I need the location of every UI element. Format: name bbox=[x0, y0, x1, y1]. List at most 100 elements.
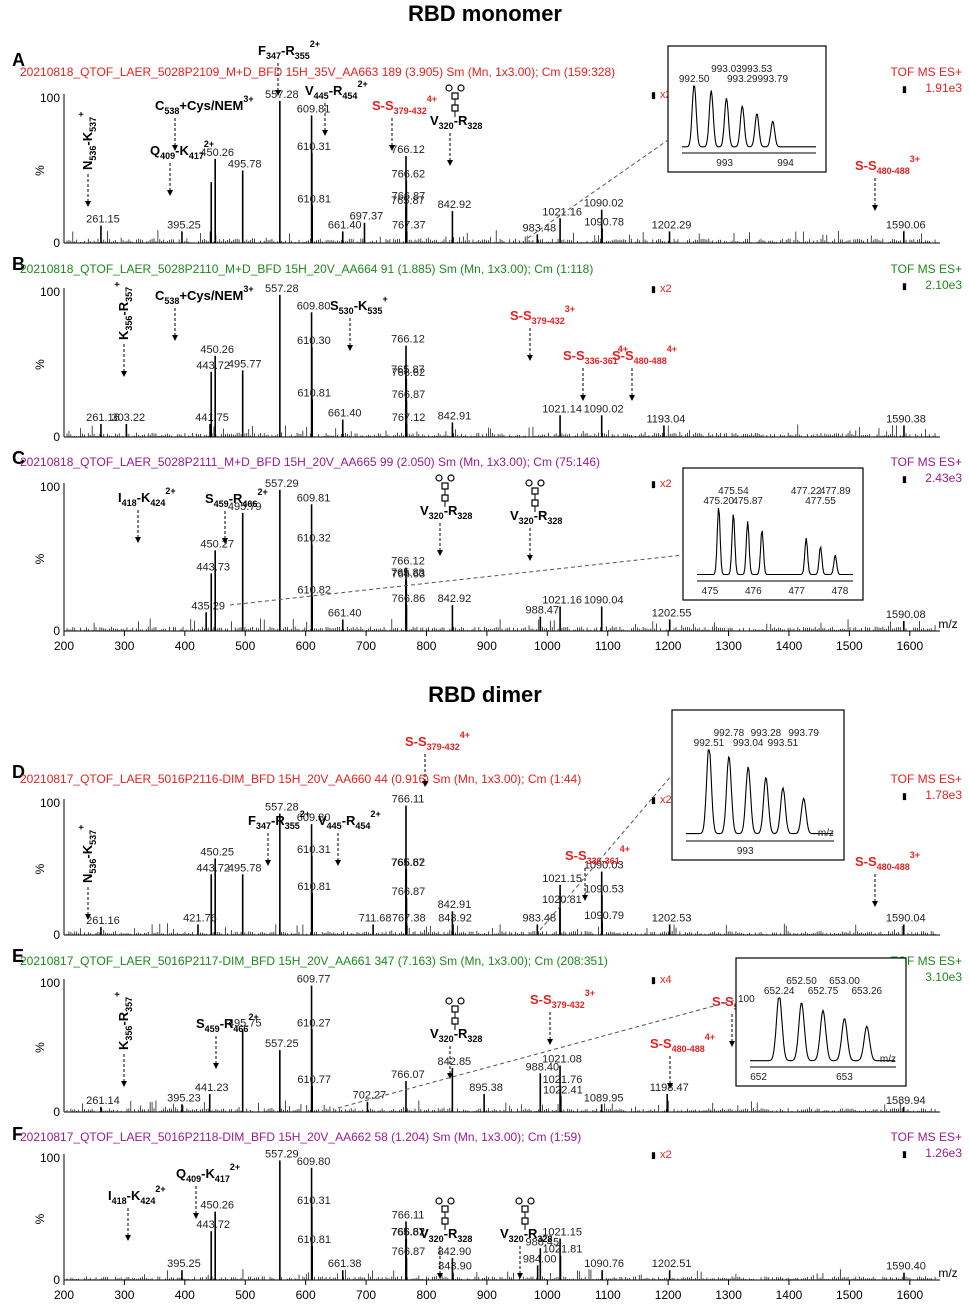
arrowhead-icon bbox=[172, 145, 178, 151]
x-tick-label: 200 bbox=[54, 1288, 74, 1302]
marker-icon: ▮ bbox=[902, 474, 907, 484]
arrowhead-icon bbox=[547, 1039, 553, 1045]
peak-annotation: S-S379-4324+ bbox=[405, 730, 470, 752]
peak-label: 557.29 bbox=[265, 1148, 299, 1160]
peak-label: 421.76 bbox=[183, 912, 217, 924]
inset-tick-label: 993 bbox=[716, 158, 733, 169]
peak-label: 765.87 bbox=[391, 857, 425, 869]
peak-label: 766.62 bbox=[391, 1227, 425, 1239]
peak-annotation: V320-R328 bbox=[430, 1026, 482, 1044]
inset-peak-label: 652.24 bbox=[764, 986, 795, 997]
inset-connector bbox=[229, 554, 684, 606]
x-tick-label: 1200 bbox=[655, 639, 682, 653]
inset-peak-label: 475.87 bbox=[732, 496, 763, 507]
peak-label: 766.87 bbox=[392, 190, 426, 202]
glycan-icon bbox=[445, 84, 465, 117]
peak-annotation: V445-R4542+ bbox=[305, 79, 368, 101]
peak-label: 450.25 bbox=[200, 846, 234, 858]
arrowhead-icon bbox=[389, 145, 395, 151]
peak-label: 557.29 bbox=[265, 478, 299, 490]
peak-label: 303.22 bbox=[112, 412, 146, 424]
peak-label: 697.37 bbox=[350, 211, 384, 223]
peak-label: 610.82 bbox=[297, 584, 331, 596]
x-tick-label: 1100 bbox=[595, 639, 621, 653]
peak-label: 766.63 bbox=[391, 569, 425, 581]
peak-label: 988.47 bbox=[526, 605, 560, 617]
spectrum-header: 20210818_QTOF_LAER_5028P2111_M+D_BFD 15H… bbox=[20, 455, 600, 469]
inset-trace bbox=[750, 997, 896, 1062]
marker-icon: ▮ bbox=[902, 791, 907, 801]
peak-label: 766.11 bbox=[392, 1209, 425, 1221]
arrowhead-icon bbox=[222, 538, 228, 544]
inset-peak-label: 477.22 bbox=[791, 486, 822, 497]
peak-label: 766.11 bbox=[392, 794, 425, 806]
panel-label-A: A bbox=[12, 50, 25, 70]
peak-annotation: K356-R357+ bbox=[112, 992, 134, 1050]
arrowhead-icon bbox=[275, 90, 281, 96]
inset-connector bbox=[539, 774, 673, 931]
mode-label: TOF MS ES+ bbox=[891, 65, 962, 79]
peak-label: 983.48 bbox=[523, 912, 557, 924]
x-tick-label: 900 bbox=[477, 639, 497, 653]
inset-peak-label: 993.79 bbox=[757, 74, 788, 85]
peak-label: 843.92 bbox=[438, 912, 472, 924]
zoom-label: x2 bbox=[660, 1149, 672, 1161]
intensity-label: 1.26e3 bbox=[925, 1146, 962, 1160]
peak-label: 1193.04 bbox=[646, 413, 685, 425]
inset-peak-label: 993.04 bbox=[733, 738, 764, 749]
marker-icon: ▮ bbox=[902, 281, 907, 291]
panel-label-D: D bbox=[12, 762, 25, 782]
inset-peak-label: 475.20 bbox=[703, 496, 734, 507]
peak-annotation: N536-K537+ bbox=[76, 112, 98, 170]
x-tick-label: 1000 bbox=[534, 639, 561, 653]
peak-label: 395.23 bbox=[167, 1092, 201, 1104]
intensity-label: 2.43e3 bbox=[925, 471, 962, 485]
peak-label: 1590.04 bbox=[886, 912, 926, 924]
peak-label: 609.80 bbox=[297, 1156, 331, 1168]
peak-label: 842.91 bbox=[438, 899, 472, 911]
peak-annotation: S-S379-4323+ bbox=[510, 304, 575, 326]
peak-annotation: F347-R3552+ bbox=[248, 809, 310, 831]
inset-peak-label: 477.55 bbox=[805, 496, 836, 507]
arrowhead-icon bbox=[135, 537, 141, 543]
peak-label: 495.77 bbox=[228, 358, 262, 370]
y-axis-label: % bbox=[33, 863, 47, 874]
x-tick-label: 700 bbox=[356, 1288, 376, 1302]
peak-annotation: V445-R4542+ bbox=[318, 809, 381, 831]
peak-label: 1202.51 bbox=[652, 1258, 692, 1270]
spectrum-header: 20210818_QTOF_LAER_5028P2109_M+D_BFD 15H… bbox=[20, 65, 615, 79]
intensity-label: 1.91e3 bbox=[925, 81, 962, 95]
inset-peak-label: 992.51 bbox=[694, 738, 725, 749]
peak-label: 842.90 bbox=[438, 1246, 472, 1258]
inset-peak-label: 992.78 bbox=[714, 728, 745, 739]
peak-label: 766.87 bbox=[392, 389, 426, 401]
x-tick-label: 700 bbox=[356, 639, 376, 653]
x-tick-label: 1100 bbox=[595, 1288, 621, 1302]
y-axis-label: % bbox=[33, 553, 47, 564]
peak-annotation: S-S480-4883+ bbox=[855, 850, 920, 872]
panel-label-B: B bbox=[12, 254, 25, 274]
y-tick-label: 0 bbox=[53, 1105, 60, 1119]
inset-y-label: 100 bbox=[738, 994, 755, 1005]
peak-label: 443.72 bbox=[196, 1219, 230, 1231]
peak-label: 842.85 bbox=[438, 1056, 472, 1068]
peak-label: 1021.76 bbox=[543, 1074, 583, 1086]
peak-label: 766.87 bbox=[392, 886, 426, 898]
y-tick-label: 100 bbox=[40, 796, 60, 810]
peak-label: 766.12 bbox=[391, 556, 425, 568]
intensity-label: 2.10e3 bbox=[925, 278, 962, 292]
arrowhead-icon bbox=[213, 1063, 219, 1069]
peak-annotation: V320-R328 bbox=[500, 1226, 552, 1244]
arrowhead-icon bbox=[167, 190, 173, 196]
spectrum-header: 20210817_QTOF_LAER_5016P2118-DIM_BFD 15H… bbox=[20, 1130, 581, 1144]
peak-label: 395.25 bbox=[167, 219, 201, 231]
peak-label: 1090.79 bbox=[584, 910, 624, 922]
peak-label: 1090.02 bbox=[584, 403, 624, 415]
peak-label: 661.40 bbox=[328, 607, 362, 619]
peak-annotation: V320-R328 bbox=[420, 503, 472, 521]
glycan-icon bbox=[525, 479, 545, 512]
